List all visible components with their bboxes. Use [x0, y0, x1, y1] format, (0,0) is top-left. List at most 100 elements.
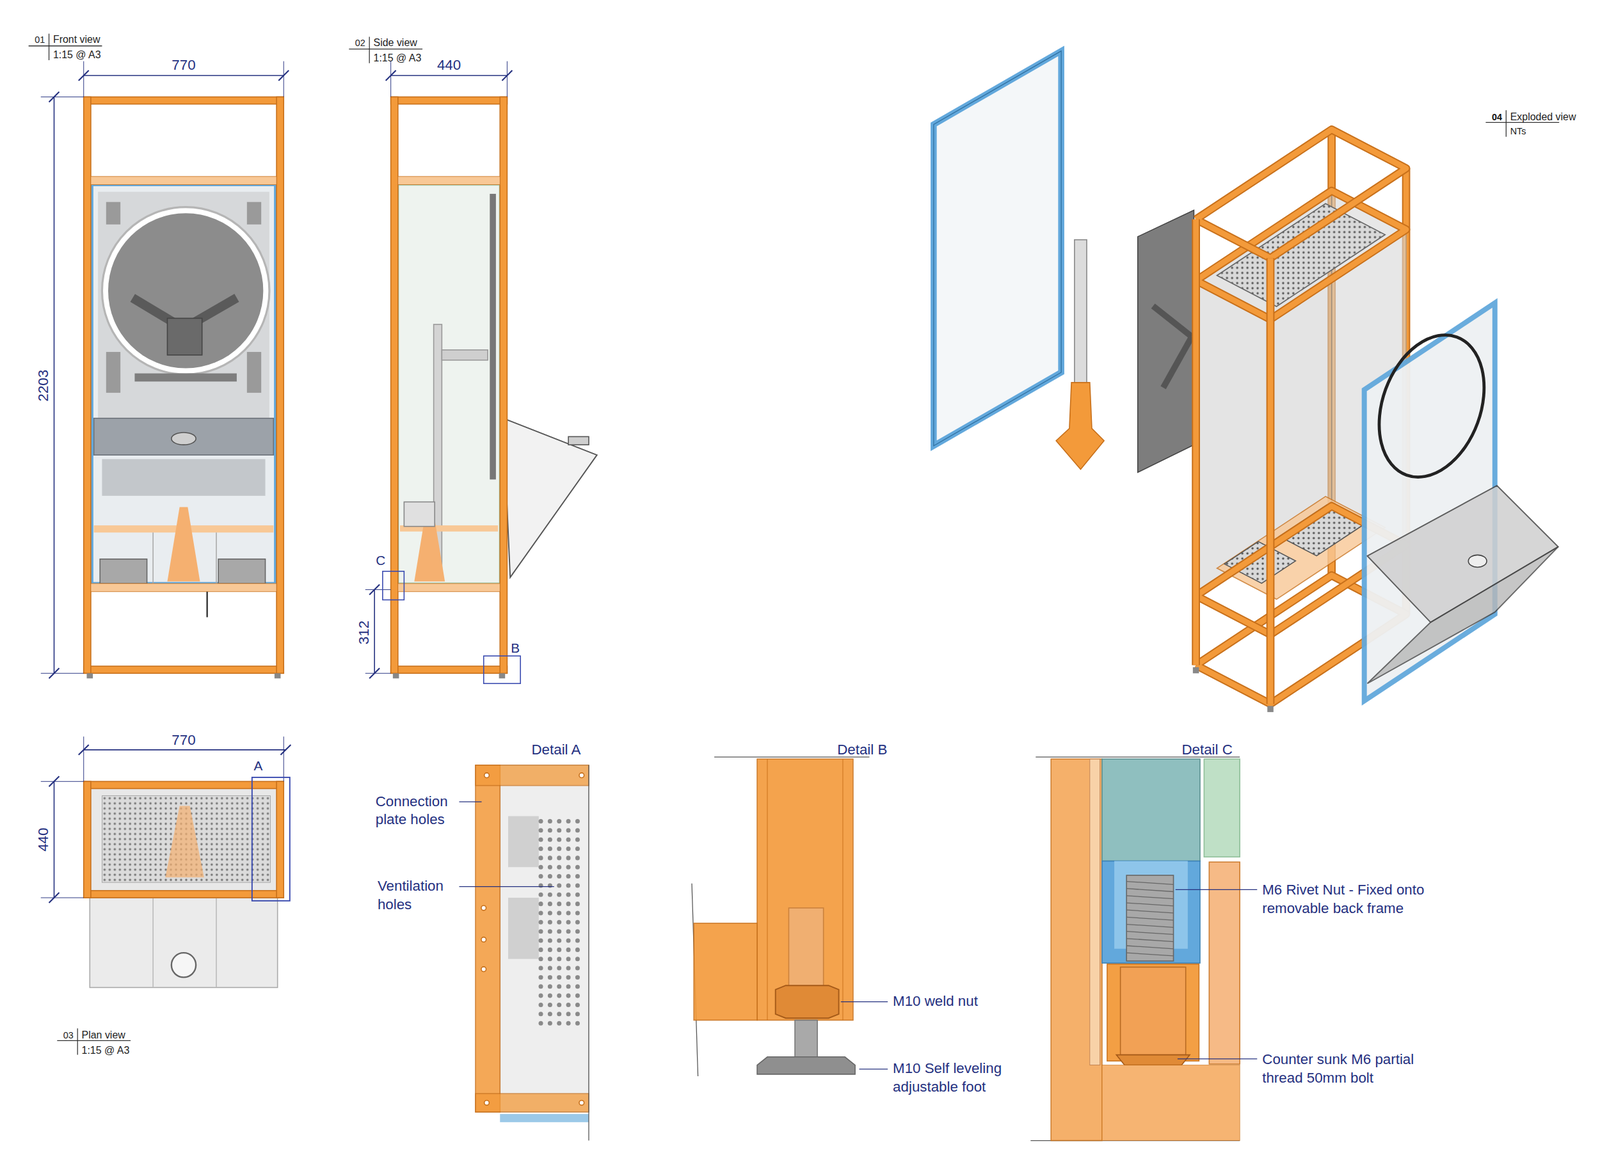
connection-hole: [481, 967, 487, 973]
mount-arm: [1153, 305, 1193, 337]
extension-line: [390, 61, 392, 98]
vent-hole: [538, 910, 544, 916]
vent-hole: [556, 993, 562, 999]
detail-title: Detail B: [837, 741, 888, 760]
frame-tube: [475, 765, 500, 1113]
crossbar: [398, 176, 500, 185]
dimension-tick: [369, 584, 380, 596]
view-number: 01: [34, 34, 45, 47]
dimension-line: [53, 96, 56, 674]
bar: [134, 373, 237, 383]
vent-hole: [547, 929, 553, 934]
vent-hole: [547, 883, 553, 888]
vent-hole: [575, 855, 580, 861]
title-rule: [348, 48, 423, 50]
vent-hole: [538, 828, 544, 833]
vent-hole: [575, 966, 580, 971]
vent-hole: [575, 938, 580, 944]
mirror-ring: [101, 207, 269, 375]
frame-tube: [391, 96, 399, 674]
detail-b: [691, 757, 870, 1077]
view-number: 04: [1491, 112, 1503, 124]
frame-tube: [693, 923, 758, 1021]
leader-line: [458, 801, 482, 803]
detail-a: [475, 765, 589, 1142]
vent-hole: [575, 920, 580, 925]
vent-hole: [566, 975, 571, 980]
vent-hole: [538, 901, 544, 907]
vent-hole: [566, 883, 571, 888]
vent-hole: [547, 901, 553, 907]
vent-hole: [538, 956, 544, 962]
perforated-plate: [101, 796, 271, 884]
frame-tube: [757, 759, 854, 1021]
vent-hole: [575, 828, 580, 833]
dimension: 770: [171, 56, 196, 75]
drawer: [101, 458, 265, 496]
dimension-tick: [78, 70, 89, 81]
vent-hole: [566, 819, 571, 824]
arm: [441, 350, 488, 361]
extension-line: [506, 61, 508, 98]
rivet-nut: [1126, 875, 1174, 962]
vent-hole: [575, 846, 580, 852]
bracket: [106, 352, 121, 393]
title-rule: [1505, 110, 1507, 137]
dimension-tick: [49, 776, 60, 787]
leader-line: [458, 886, 554, 888]
weld-nut: [775, 985, 840, 1019]
dimension-tick: [280, 744, 291, 756]
detail-box: [382, 571, 404, 601]
vent-hole: [547, 855, 553, 861]
extension-line: [40, 673, 84, 674]
vent-hole: [575, 1021, 580, 1026]
connection-hole: [481, 937, 487, 943]
detail-c: [1030, 757, 1240, 1141]
glass-edge: [1089, 759, 1101, 1065]
vent-hole: [547, 910, 553, 916]
leader-line: [840, 1001, 888, 1003]
vent-hole: [556, 929, 562, 934]
vent-hole: [556, 1021, 562, 1026]
vent-hole: [538, 865, 544, 870]
thread: [1126, 910, 1174, 914]
vent-hole: [538, 929, 544, 934]
detail-title: Detail C: [1181, 741, 1232, 760]
title-rule: [48, 33, 50, 61]
bracket: [247, 352, 262, 393]
extension-line: [283, 61, 285, 98]
vent-hole: [575, 984, 580, 989]
foot: [87, 673, 94, 679]
vent-hole: [566, 855, 571, 861]
callout-text: Connection plate holes: [375, 792, 460, 829]
vent-hole: [575, 1002, 580, 1008]
leader-line: [858, 1068, 888, 1070]
vent-hole: [556, 846, 562, 852]
vent-hole: [556, 819, 562, 824]
panel: [499, 765, 589, 1113]
thread: [1126, 931, 1174, 936]
vent-hole: [575, 993, 580, 999]
vent-hole: [566, 865, 571, 870]
bolt-shank: [1120, 967, 1186, 1055]
detail-marker: B: [510, 640, 520, 658]
connection-hole: [579, 773, 585, 779]
view-title: Front view: [53, 33, 101, 47]
vent-hole: [547, 975, 553, 980]
vent-hole: [556, 865, 562, 870]
part: [508, 816, 539, 868]
back-glass-frame: [933, 51, 1062, 447]
shelf: [1216, 496, 1385, 600]
glass-panel: [398, 184, 500, 584]
thread: [1126, 917, 1174, 921]
foot: [499, 673, 506, 679]
view-title: Side view: [373, 36, 418, 50]
vent-hole: [538, 920, 544, 925]
vent-hole: [566, 910, 571, 916]
vent-hole: [575, 947, 580, 953]
dimension: 440: [35, 828, 54, 852]
dimension-tick: [49, 91, 60, 102]
divider: [152, 532, 154, 584]
vent-hole: [556, 984, 562, 989]
tray: [503, 418, 598, 578]
